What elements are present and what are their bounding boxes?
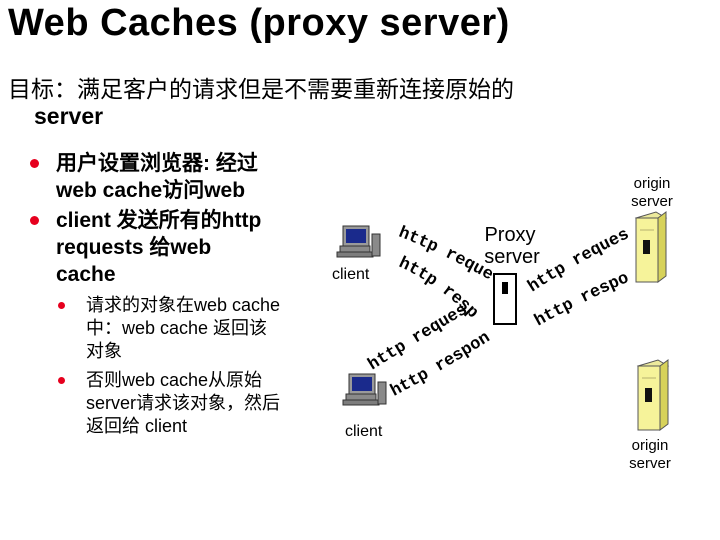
proxy-box-icon <box>493 273 517 325</box>
subbullet-dot <box>58 302 65 309</box>
subtitle: 目标：满足客户的请求但是不需要重新连接原始的 server <box>8 76 514 130</box>
bullet-2-line-1: client 发送所有的http <box>56 209 262 232</box>
bullet-item-1: 用户设置浏览器: 经过 web cache访问web <box>28 150 328 204</box>
subbullet-2-line-2: server请求该对象，然后 <box>86 393 281 413</box>
subbullet-dot <box>58 377 65 384</box>
bullet-dot <box>30 159 39 168</box>
server-tower-icon <box>636 359 670 431</box>
bullet-2-line-2: requests 给web <box>56 236 212 259</box>
page-title: Web Caches (proxy server) <box>8 2 510 44</box>
bullet-dot <box>30 216 39 225</box>
bullet-2-line-3: cache <box>56 263 116 286</box>
origin-top-label-line-2: server <box>631 193 673 210</box>
client-bottom-label: client <box>345 423 383 440</box>
subtitle-line-1: 目标：满足客户的请求但是不需要重新连接原始的 <box>8 76 514 102</box>
subbullet-1-line-3: 对象 <box>86 341 122 361</box>
client2-http-request-text: http request <box>0 0 471 375</box>
client-top-label: client <box>332 266 370 283</box>
desktop-computer-icon <box>336 225 381 258</box>
subbullet-1-line-1: 请求的对象在web cache <box>86 295 281 315</box>
desktop-computer-icon <box>342 373 387 406</box>
origin-bottom-label-line-1: origin <box>632 437 669 454</box>
bullet-1-line-2: web cache访问web <box>56 179 246 202</box>
subbullet-2-line-3: 返回给 client <box>86 416 188 436</box>
subbullet-item-2: 否则web cache从原始 server请求该对象，然后 返回给 client <box>28 369 328 438</box>
client1-http-request-text: http request <box>0 0 496 285</box>
subbullet-2-line-1: 否则web cache从原始 <box>86 370 263 390</box>
proxy-label-line-1: Proxy <box>484 224 535 246</box>
subtitle-line-2: server <box>34 103 104 129</box>
server-tower-icon <box>634 211 668 283</box>
bullet-item-2: client 发送所有的http requests 给web cache <box>28 207 328 288</box>
subbullet-1-line-2: 中：web cache 返回该 <box>86 318 268 338</box>
proxy-label-line-2: server <box>484 246 540 268</box>
subbullet-item-1: 请求的对象在web cache 中：web cache 返回该 对象 <box>28 294 328 363</box>
client1-http-response-text: http response <box>0 0 482 323</box>
origin-bottom-label-line-2: server <box>629 455 671 472</box>
origin-top-label-line-1: origin <box>634 175 671 192</box>
bullet-list: 用户设置浏览器: 经过 web cache访问web client 发送所有的h… <box>28 150 328 438</box>
bullet-1-line-1: 用户设置浏览器: 经过 <box>56 152 258 175</box>
